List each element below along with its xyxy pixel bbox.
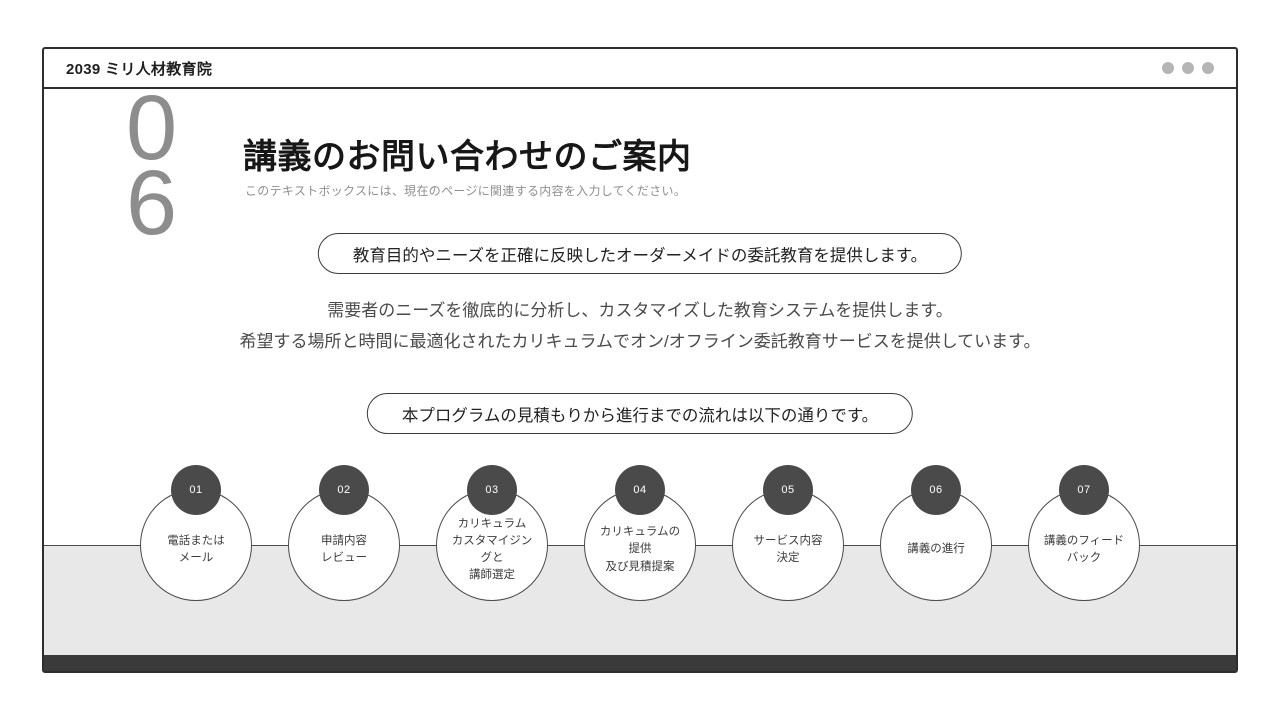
process-steps: 01 電話または メール 02 申請内容 レビュー 03 カリキュラム カスタマ… — [44, 465, 1236, 601]
step-number-badge: 04 — [615, 465, 665, 515]
description-paragraph: 需要者のニーズを徹底的に分析し、カスタマイズした教育システムを提供します。 希望… — [44, 295, 1236, 358]
step-label: 電話または メール — [167, 534, 225, 564]
window-header: 2039 ミリ人材教育院 — [44, 49, 1236, 89]
process-step-6: 06 講義の進行 — [880, 465, 992, 601]
page-number: 0 6 — [126, 89, 178, 255]
statement-pill-2: 本プログラムの見積もりから進行までの流れは以下の通りです。 — [366, 393, 914, 434]
window-dot-icon — [1182, 62, 1194, 74]
header-title: 2039 ミリ人材教育院 — [66, 60, 213, 78]
step-number-badge: 05 — [763, 465, 813, 515]
page-subtitle: このテキストボックスには、現在のページに関連する内容を入力してください。 — [245, 184, 687, 198]
window-dots — [1162, 62, 1214, 74]
window-dot-icon — [1162, 62, 1174, 74]
step-number-badge: 02 — [319, 465, 369, 515]
step-number-badge: 01 — [171, 465, 221, 515]
step-label: 講義の進行 — [907, 543, 965, 556]
statement-pill-1: 教育目的やニーズを正確に反映したオーダーメイドの委託教育を提供します。 — [317, 233, 963, 274]
page-title: 講義のお問い合わせのご案内 — [243, 138, 692, 176]
page-number-bottom-digit: 6 — [126, 152, 178, 255]
process-step-5: 05 サービス内容 決定 — [732, 465, 844, 601]
process-step-4: 04 カリキュラムの提供 及び見積提案 — [584, 465, 696, 601]
description-line-1: 需要者のニーズを徹底的に分析し、カスタマイズした教育システムを提供します。 — [327, 301, 953, 320]
slide-content: 0 6 講義のお問い合わせのご案内 このテキストボックスには、現在のページに関連… — [44, 89, 1236, 671]
step-label: カリキュラム カスタマイジングと 講師選定 — [451, 517, 533, 582]
step-label: 講義のフィードバック — [1043, 534, 1125, 564]
step-label: カリキュラムの提供 及び見積提案 — [599, 526, 681, 573]
step-number-badge: 03 — [467, 465, 517, 515]
step-label: サービス内容 決定 — [753, 534, 823, 564]
slide-window: 2039 ミリ人材教育院 0 6 講義のお問い合わせのご案内 このテキストボック… — [42, 47, 1238, 673]
step-label: 申請内容 レビュー — [321, 534, 367, 564]
process-step-3: 03 カリキュラム カスタマイジングと 講師選定 — [436, 465, 548, 601]
description-line-2: 希望する場所と時間に最適化されたカリキュラムでオン/オフライン委託教育サービスを… — [239, 332, 1041, 352]
process-step-2: 02 申請内容 レビュー — [288, 465, 400, 601]
page-number-top-digit: 0 — [126, 89, 178, 179]
step-number-badge: 06 — [911, 465, 961, 515]
window-dot-icon — [1202, 62, 1214, 74]
process-step-1: 01 電話または メール — [140, 465, 252, 601]
slide-footer-bar — [44, 655, 1236, 671]
process-step-7: 07 講義のフィードバック — [1028, 465, 1140, 601]
step-number-badge: 07 — [1059, 465, 1109, 515]
